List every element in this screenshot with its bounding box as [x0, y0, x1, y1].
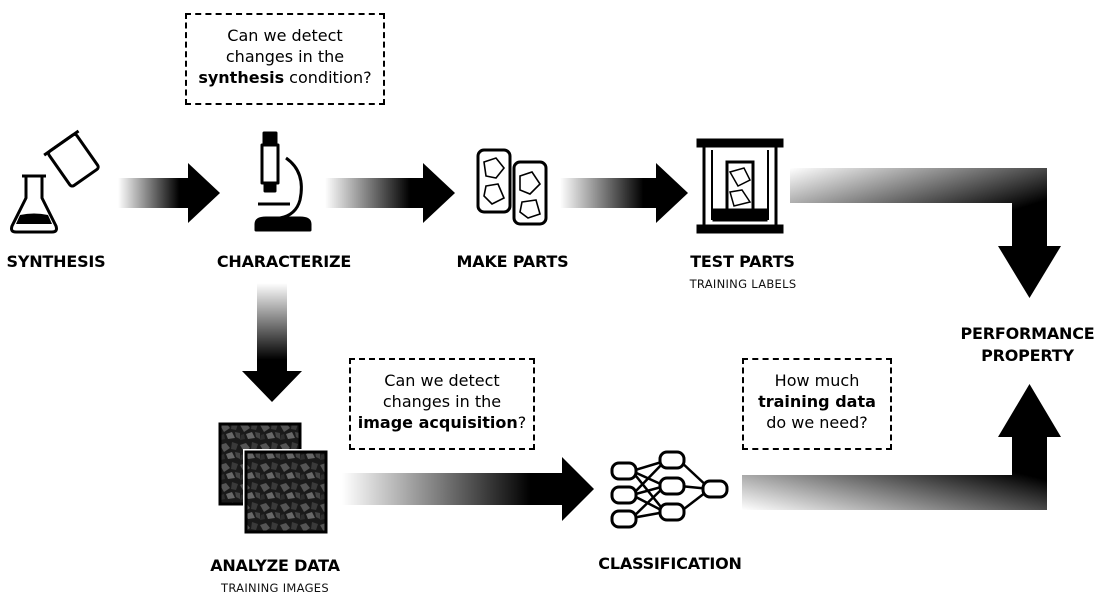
arrow-analyze-classification — [342, 457, 594, 521]
callout-line: image acquisition? — [351, 412, 533, 433]
callout-line: do we need? — [766, 413, 868, 432]
test-press-icon — [696, 138, 784, 234]
stage-label-make-parts: MAKE PARTS — [456, 252, 569, 271]
callout-line: synthesis condition? — [187, 67, 383, 88]
callout-line: How much — [774, 371, 860, 390]
arrow-characterize-makeparts — [325, 163, 455, 223]
stage-label-characterize: CHARACTERIZE — [216, 252, 352, 271]
cylinder-parts-icon — [476, 148, 548, 226]
callout-image-acquisition-question: Can we detect changes in the image acqui… — [349, 358, 535, 450]
arrow-makeparts-testparts — [560, 163, 688, 223]
callout-line: changes in the — [382, 392, 502, 411]
arrow-classification-performance — [742, 384, 1061, 510]
callout-bold: training data — [758, 392, 876, 411]
flask-beaker-icon — [10, 129, 100, 234]
callout-training-data-question: How much training data do we need? — [742, 358, 892, 450]
callout-rest: condition? — [284, 68, 372, 87]
micrograph-images-icon — [218, 422, 329, 535]
callout-bold: image acquisition — [357, 413, 518, 432]
callout-line: training data — [744, 391, 890, 412]
callout-bold: synthesis — [198, 68, 285, 87]
callout-line: changes in the — [225, 47, 345, 66]
callout-rest: ? — [517, 413, 527, 432]
arrow-synthesis-characterize — [118, 163, 220, 223]
callout-line: Can we detect — [384, 371, 500, 390]
stage-label-synthesis: SYNTHESIS — [6, 252, 106, 271]
stage-label-property: PROPERTY — [981, 346, 1074, 365]
callout-synthesis-question: Can we detect changes in the synthesis c… — [185, 13, 385, 105]
stage-label-performance: PERFORMANCE — [960, 324, 1095, 343]
arrow-characterize-analyze — [242, 283, 302, 402]
stage-sublabel-training-labels: TRAINING LABELS — [689, 277, 797, 291]
arrow-testparts-performance — [790, 168, 1061, 298]
stage-label-classification: CLASSIFICATION — [598, 554, 742, 573]
stage-sublabel-training-images: TRAINING IMAGES — [221, 581, 329, 595]
stage-label-test-parts: TEST PARTS — [690, 252, 795, 271]
callout-line: Can we detect — [227, 26, 343, 45]
microscope-icon — [254, 131, 312, 232]
stage-label-analyze-data: ANALYZE DATA — [210, 556, 340, 575]
neural-network-icon — [610, 450, 729, 529]
